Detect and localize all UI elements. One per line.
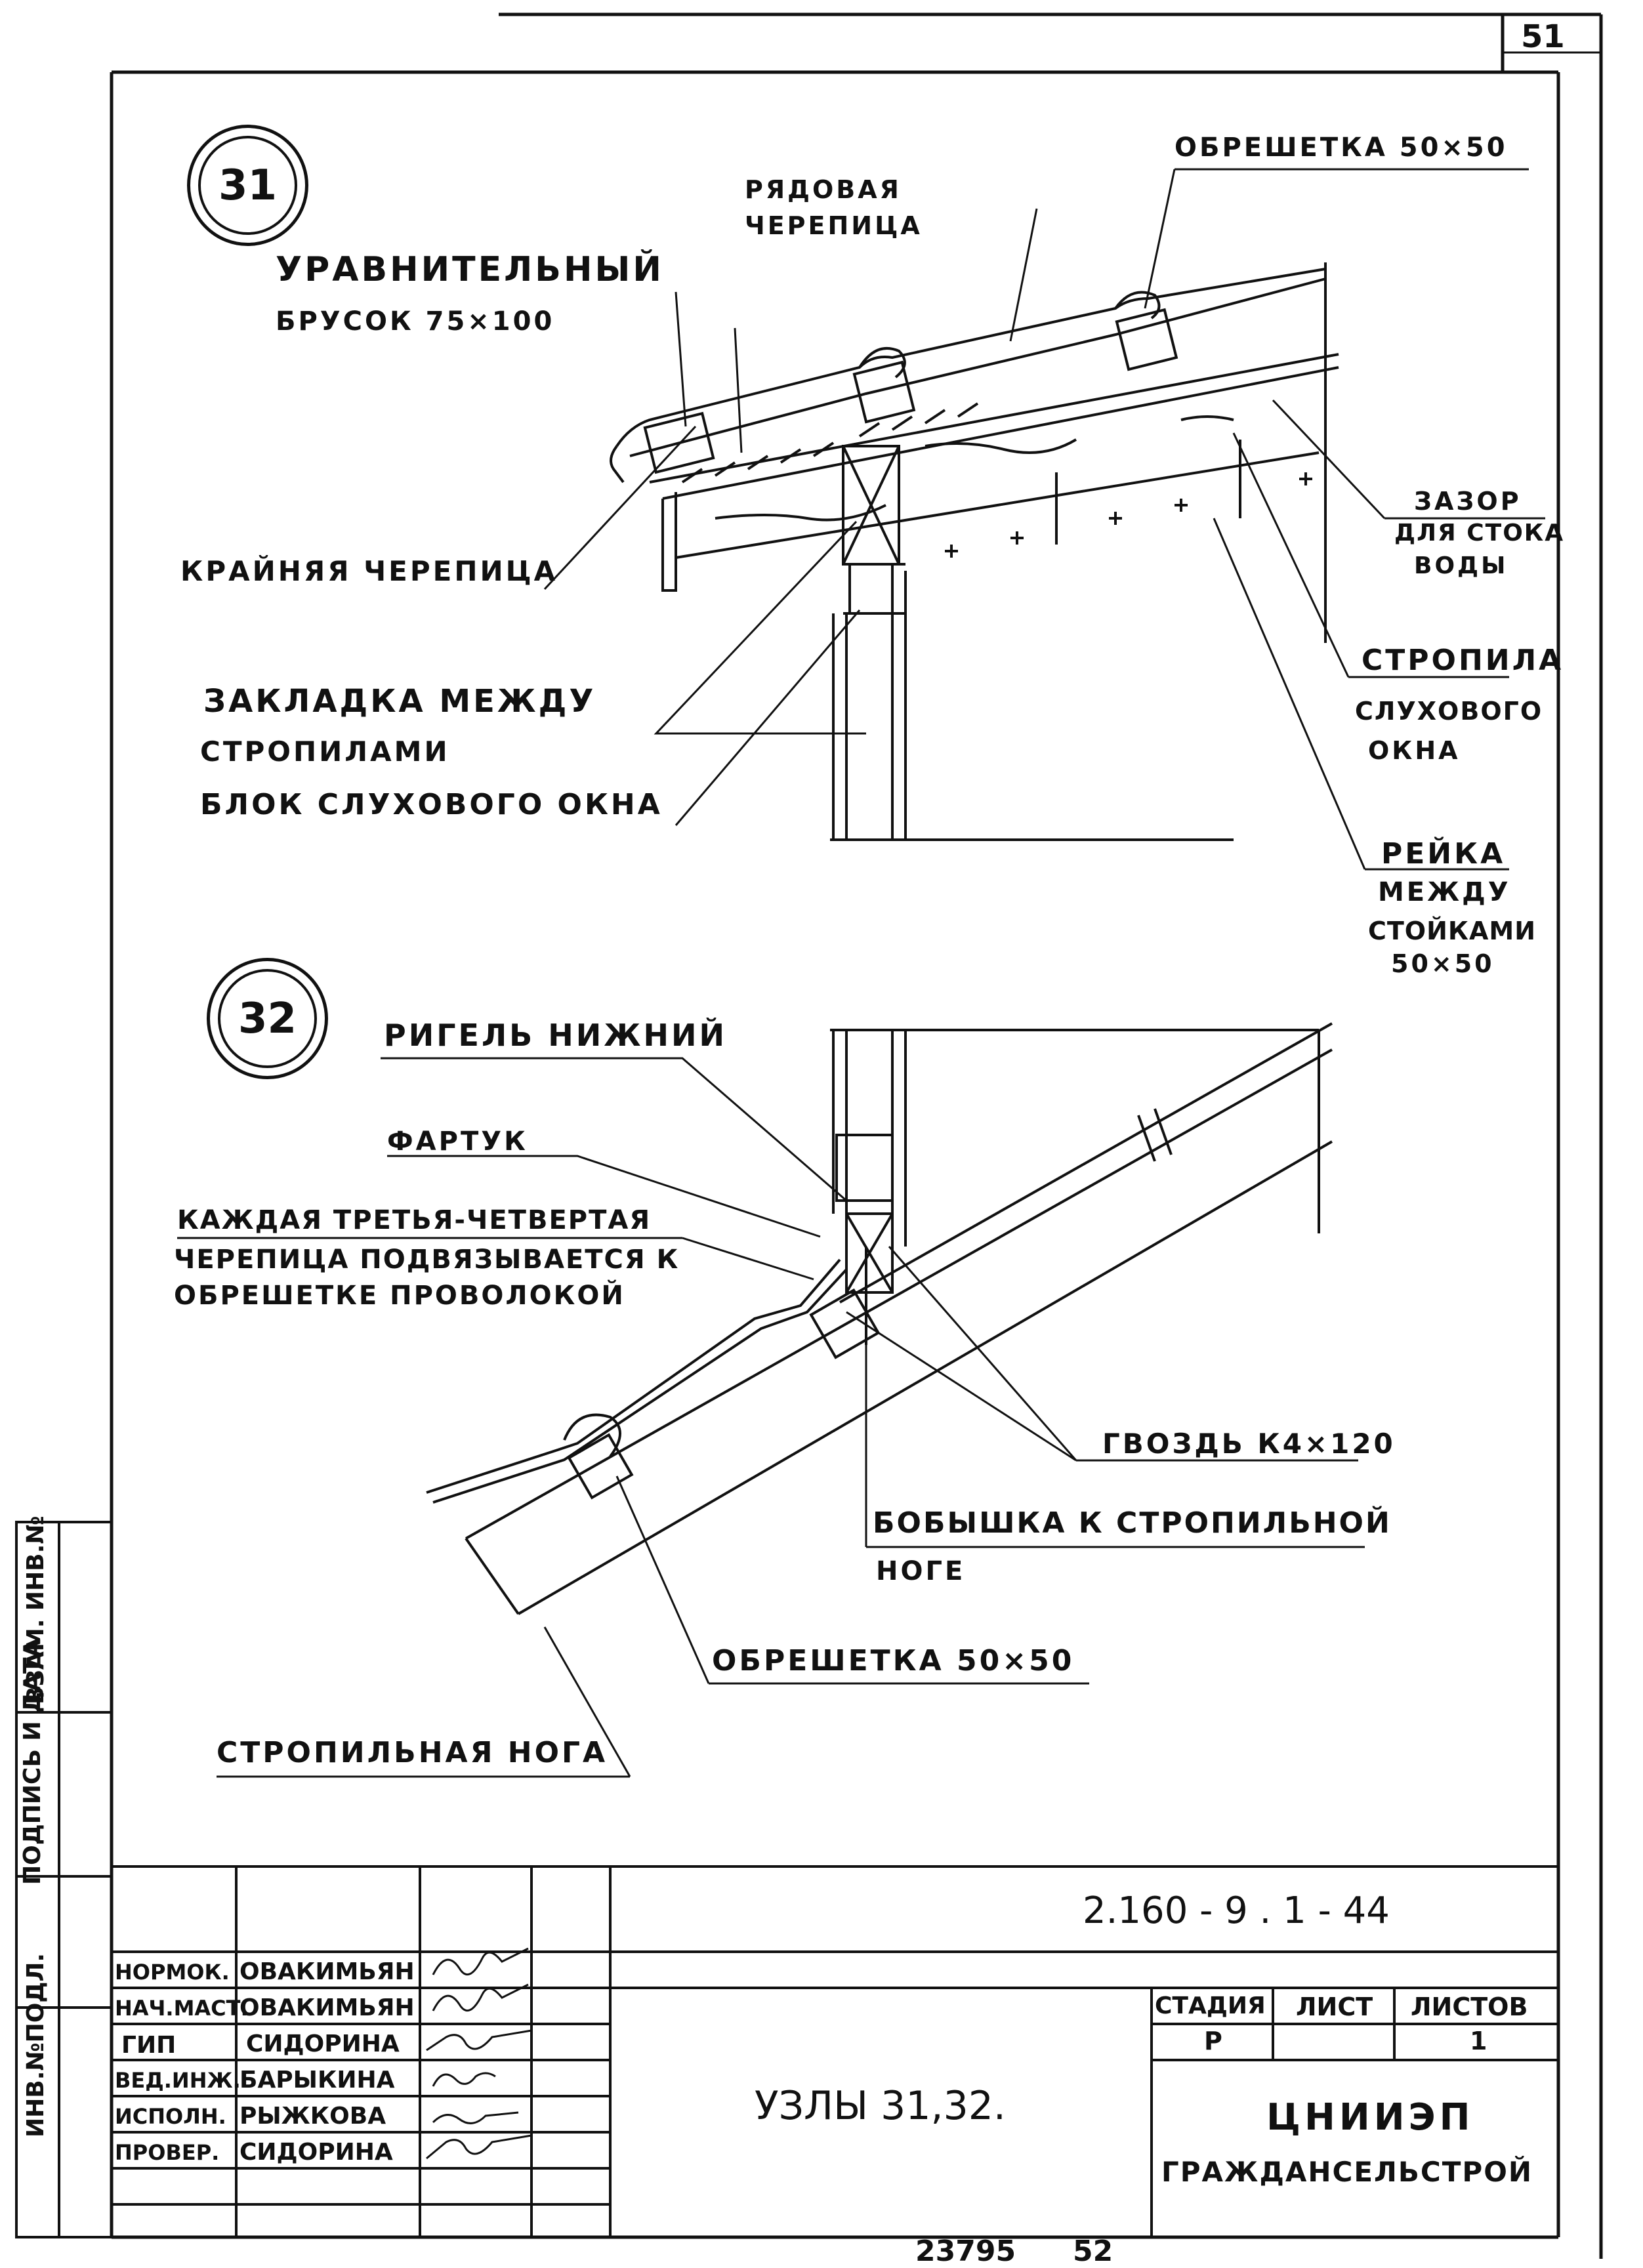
side-stamp-inv-no: ИНВ.№ПОДЛ. bbox=[22, 1952, 49, 2137]
detail-32-leaders bbox=[177, 1057, 1365, 1778]
name-0: ОВАКИМЬЯН bbox=[239, 1958, 415, 1985]
role-0: НОРМОК. bbox=[115, 1960, 230, 1985]
label-batten-31: ОБРЕШЕТКА 50×50 bbox=[1175, 133, 1508, 163]
label-fill-2: СТРОПИЛАМИ bbox=[200, 735, 450, 768]
org-line-2: ГРАЖДАНСЕЛЬСТРОЙ bbox=[1161, 2156, 1533, 2188]
label-rafter: СТРОПИЛЬНАЯ НОГА bbox=[217, 1736, 608, 1769]
doc-code: 2.160 - 9 . 1 - 44 bbox=[1083, 1889, 1390, 1932]
label-gap-2: ДЛЯ СТОКА bbox=[1394, 520, 1565, 546]
sheet-header: ЛИСТ bbox=[1296, 1992, 1373, 2021]
label-lath-1: РЕЙКА bbox=[1381, 837, 1506, 871]
label-boss-1: БОБЫШКА К СТРОПИЛЬНОЙ bbox=[873, 1506, 1392, 1540]
drawing-title: УЗЛЫ 31,32. bbox=[755, 2083, 1006, 2129]
role-1: НАЧ.МАСТ. bbox=[115, 1996, 249, 2021]
side-stamp-replace-inv: ВЗАМ. ИНВ.№ bbox=[22, 1515, 49, 1704]
org-line-1: ЦНИИЭП bbox=[1266, 2096, 1474, 2139]
label-tie-1: КАЖДАЯ ТРЕТЬЯ-ЧЕТВЕРТАЯ bbox=[177, 1205, 652, 1235]
label-tie-3: ОБРЕШЕТКЕ ПРОВОЛОКОЙ bbox=[174, 1281, 625, 1311]
label-apron: ФАРТУК bbox=[387, 1126, 528, 1157]
label-nail: ГВОЗДЬ К4×120 bbox=[1102, 1428, 1396, 1460]
label-lath-2: МЕЖДУ bbox=[1378, 877, 1511, 907]
label-boss-2: НОГЕ bbox=[876, 1556, 966, 1586]
name-3: БАРЫКИНА bbox=[239, 2067, 395, 2093]
label-dormer-rafters-3: ОКНА bbox=[1368, 736, 1461, 765]
sheet-number: 51 bbox=[1521, 18, 1565, 55]
stage-value: Р bbox=[1204, 2027, 1222, 2055]
label-edge-tile: КРАЙНЯЯ ЧЕРЕПИЦА bbox=[180, 555, 558, 587]
name-1: ОВАКИМЬЯН bbox=[239, 1994, 415, 2021]
title-block-grid bbox=[112, 1865, 1558, 2237]
label-tie-2: ЧЕРЕПИЦА ПОДВЯЗЫВАЕТСЯ К bbox=[174, 1245, 680, 1275]
detail-31-marker: 31 bbox=[187, 125, 308, 246]
label-fill-1: ЗАКЛАДКА МЕЖДУ bbox=[203, 683, 596, 720]
label-row-tile-1: РЯДОВАЯ bbox=[745, 175, 902, 204]
name-5: СИДОРИНА bbox=[239, 2139, 393, 2166]
label-window-block: БЛОК СЛУХОВОГО ОКНА bbox=[200, 788, 663, 821]
label-lower-rail: РИГЕЛЬ НИЖНИЙ bbox=[384, 1018, 728, 1053]
stage-header: СТАДИЯ bbox=[1155, 1992, 1266, 2019]
role-3: ВЕД.ИНЖ. bbox=[115, 2068, 241, 2093]
role-5: ПРОВЕР. bbox=[115, 2140, 220, 2165]
name-4: РЫЖКОВА bbox=[239, 2103, 386, 2130]
label-dormer-rafters-1: СТРОПИЛА bbox=[1362, 644, 1564, 677]
label-dormer-rafters-2: СЛУХОВОГО bbox=[1355, 697, 1543, 726]
label-lath-4: 50×50 bbox=[1391, 949, 1495, 978]
label-leveling-bar-2: БРУСОК 75×100 bbox=[276, 306, 555, 337]
detail-31-drawing bbox=[610, 262, 1339, 841]
sheets-header: ЛИСТОВ bbox=[1411, 1992, 1528, 2021]
label-batten-32: ОБРЕШЕТКА 50×50 bbox=[712, 1644, 1075, 1678]
sheets-value: 1 bbox=[1470, 2027, 1487, 2055]
side-stamp-frame bbox=[15, 1521, 113, 2238]
detail-31-leaders bbox=[543, 168, 1545, 871]
signature-marks bbox=[426, 1947, 532, 2160]
detail-32-marker: 32 bbox=[207, 958, 328, 1079]
label-gap-3: ВОДЫ bbox=[1414, 552, 1508, 579]
detail-32-number: 32 bbox=[238, 994, 297, 1043]
label-leveling-bar-1: УРАВНИТЕЛЬНЫЙ bbox=[276, 250, 664, 289]
name-2: СИДОРИНА bbox=[246, 2031, 400, 2057]
role-4: ИСПОЛН. bbox=[115, 2104, 226, 2129]
role-2: ГИП bbox=[121, 2032, 177, 2059]
label-gap-1: ЗАЗОР bbox=[1414, 487, 1522, 516]
label-lath-3: СТОЙКАМИ bbox=[1368, 917, 1537, 945]
footer-page: 52 bbox=[1073, 2235, 1113, 2268]
detail-31-number: 31 bbox=[218, 161, 278, 210]
footer-number: 23795 bbox=[915, 2235, 1016, 2268]
label-row-tile-2: ЧЕРЕПИЦА bbox=[745, 211, 923, 240]
